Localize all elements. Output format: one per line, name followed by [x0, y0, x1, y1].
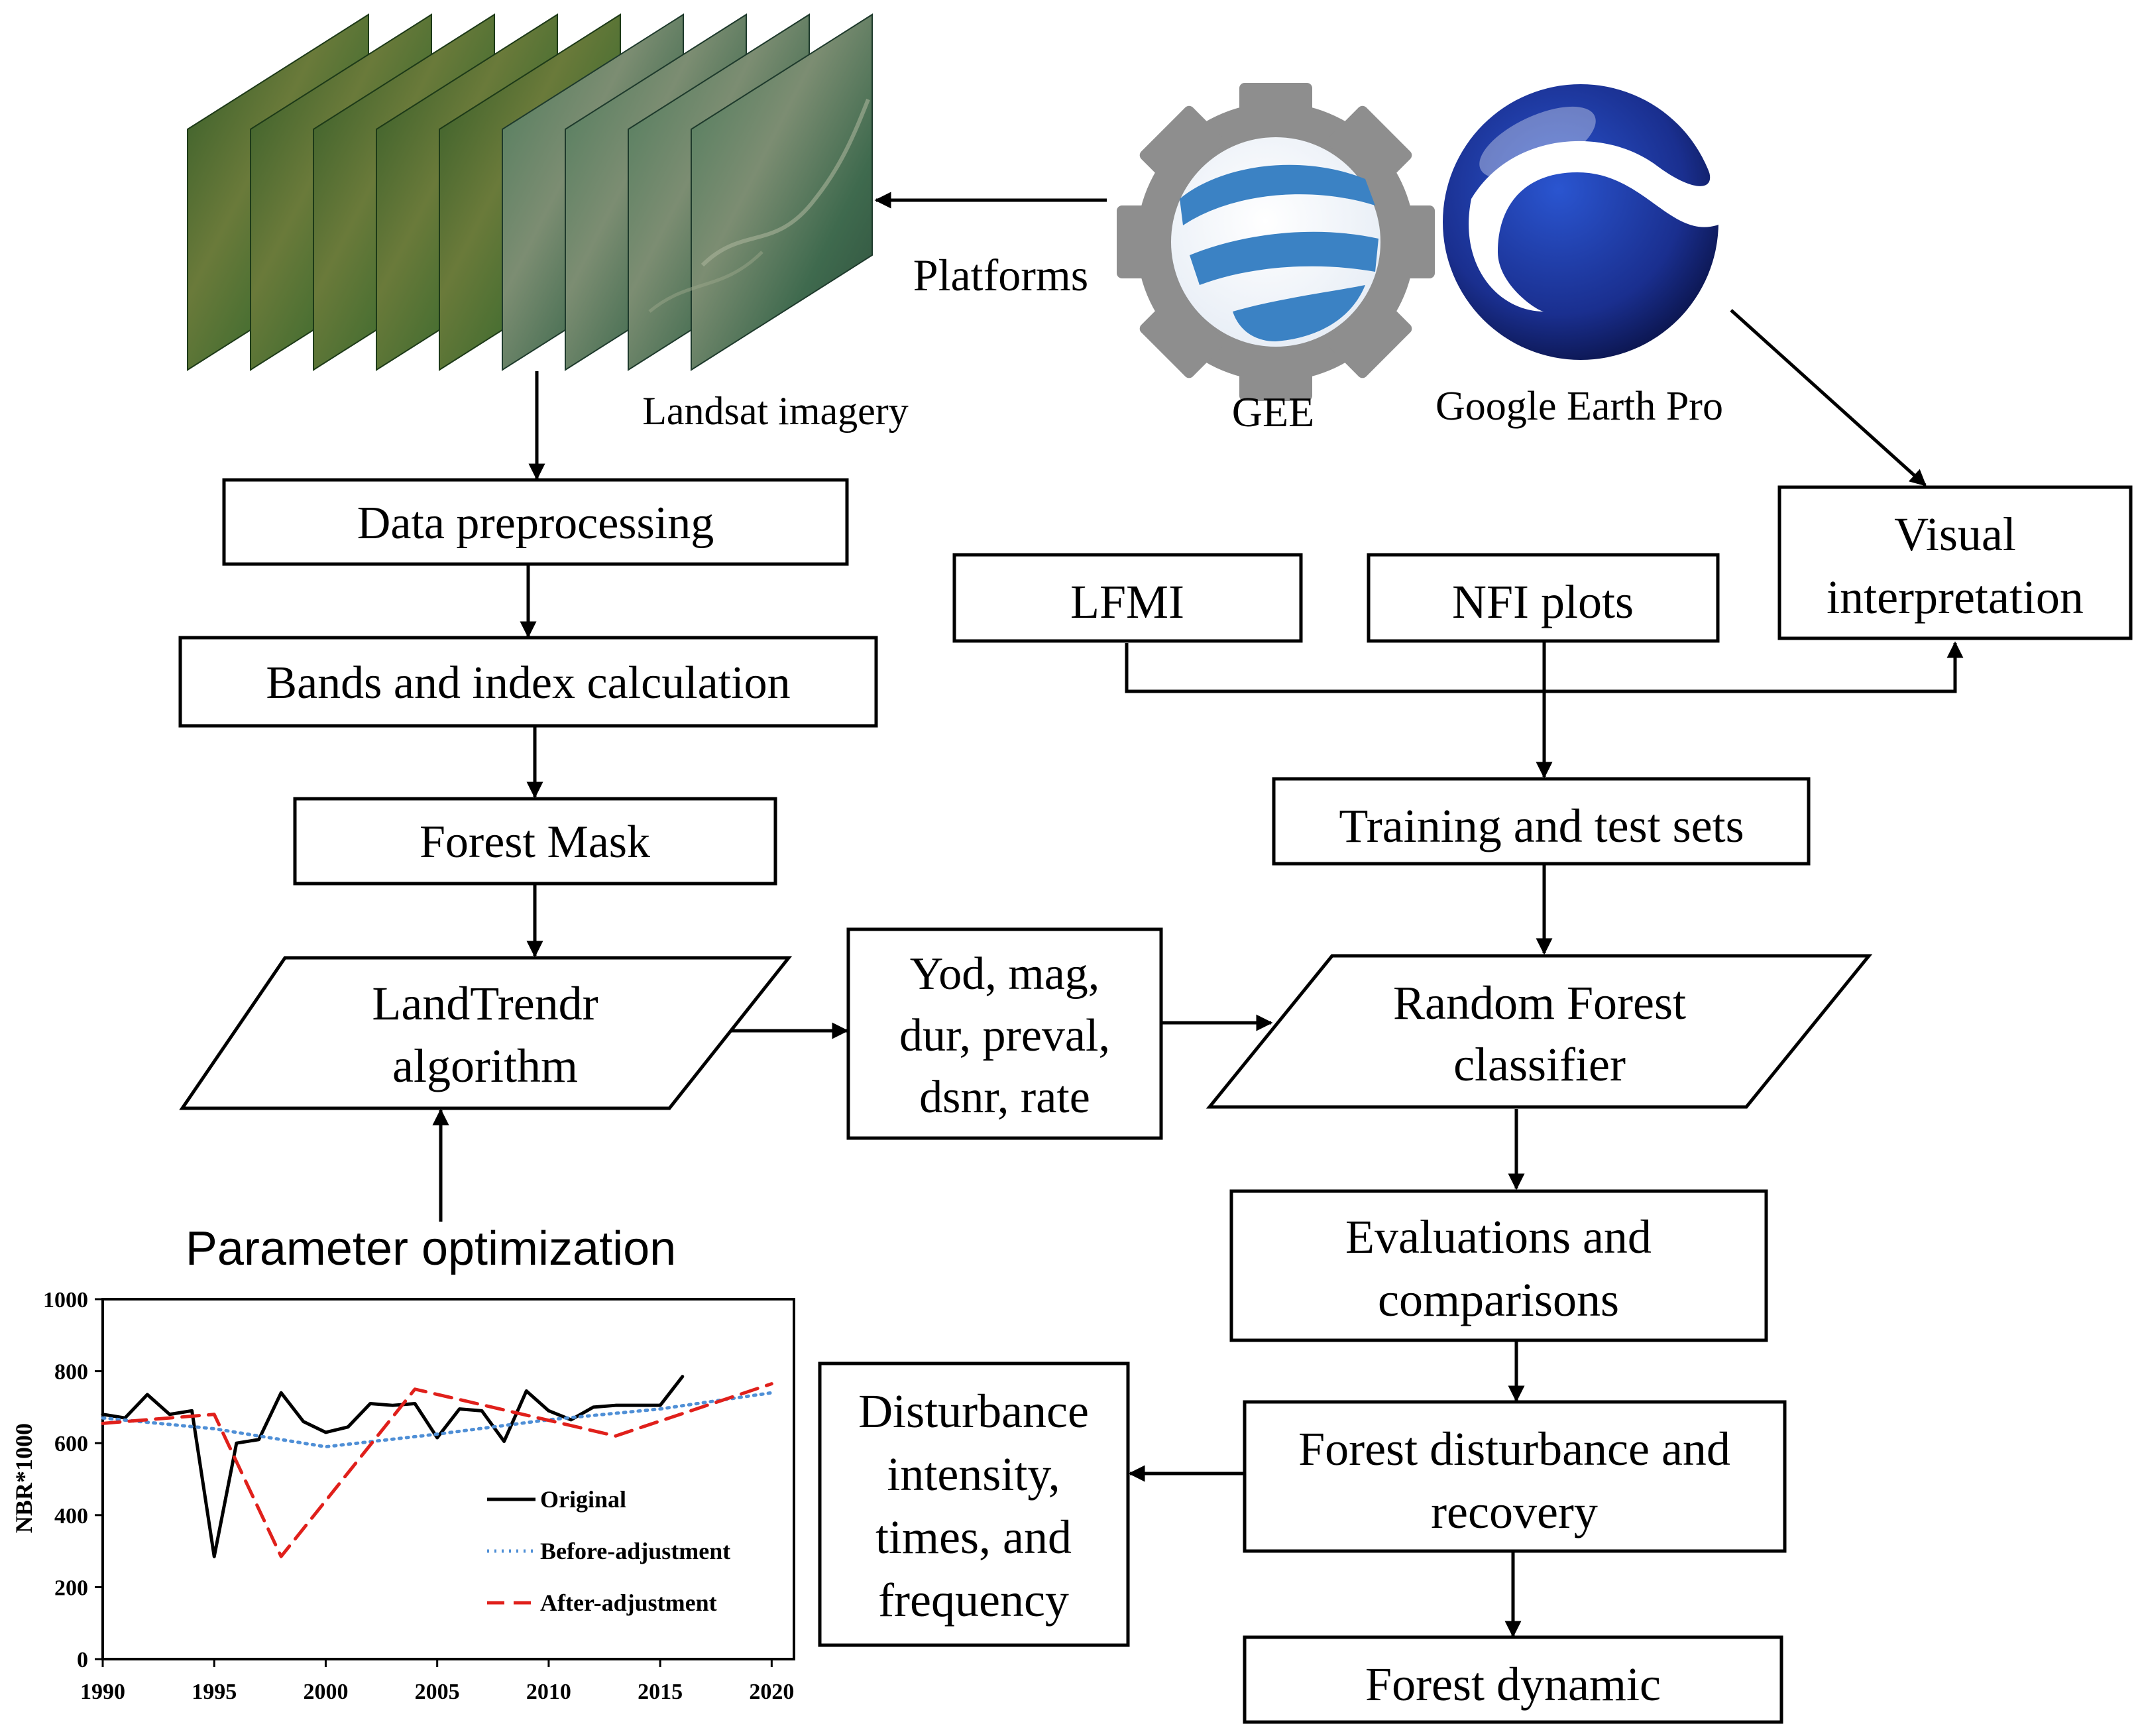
legend-label: After-adjustment — [540, 1590, 717, 1616]
svg-text:frequency: frequency — [878, 1574, 1069, 1627]
google-earth-pro-label: Google Earth Pro — [1435, 384, 1723, 429]
forest-dynamic-box: Forest dynamic — [1243, 1635, 1783, 1724]
y-tick-label: 600 — [54, 1432, 88, 1456]
svg-text:times, and: times, and — [875, 1511, 1072, 1564]
landsat-imagery — [187, 13, 873, 371]
training-test-sets-box: Training and test sets — [1272, 777, 1811, 866]
svg-text:Yod, mag,: Yod, mag, — [910, 949, 1100, 1000]
disturbance-intensity-box: Disturbance intensity, times, and freque… — [818, 1361, 1130, 1647]
y-tick-label: 1000 — [43, 1288, 88, 1312]
y-tick-label: 200 — [54, 1576, 88, 1600]
gee-label: GEE — [1232, 388, 1314, 435]
chart-plot-area — [101, 1298, 795, 1660]
svg-text:Evaluations and: Evaluations and — [1345, 1210, 1652, 1263]
data-preprocessing-box: Data preprocessing — [222, 478, 849, 566]
svg-text:Data preprocessing: Data preprocessing — [357, 498, 714, 549]
gee-logo-icon — [1117, 83, 1435, 401]
forest-mask-box: Forest Mask — [293, 797, 777, 886]
series-line-solid — [101, 1375, 685, 1558]
svg-text:Visual: Visual — [1894, 508, 2016, 561]
y-tick-label: 400 — [54, 1504, 88, 1529]
svg-text:intensity,: intensity, — [887, 1448, 1060, 1501]
svg-text:Forest disturbance and: Forest disturbance and — [1298, 1422, 1730, 1476]
y-axis-label: NBR*1000 — [11, 1423, 37, 1533]
x-tick-label: 1990 — [80, 1680, 125, 1704]
connectors — [432, 192, 1964, 1638]
segmentation-parameters-box: Yod, mag, dur, preval, dsnr, rate — [846, 927, 1163, 1140]
svg-text:recovery: recovery — [1431, 1485, 1598, 1538]
legend-label: Original — [540, 1486, 626, 1513]
x-tick-label: 2005 — [415, 1680, 460, 1704]
svg-text:classifier: classifier — [1453, 1038, 1626, 1091]
svg-text:Bands and index calculation: Bands and index calculation — [266, 658, 790, 709]
forest-disturbance-recovery-box: Forest disturbance and recovery — [1243, 1400, 1787, 1553]
svg-text:interpretation: interpretation — [1827, 571, 2084, 624]
svg-text:Forest Mask: Forest Mask — [420, 817, 650, 868]
svg-text:Disturbance: Disturbance — [858, 1385, 1089, 1438]
svg-text:LFMI: LFMI — [1070, 575, 1184, 628]
nbr-time-series-chart: NBR*1000 1990 1995 2000 2005 2010 2015 2020 0 20… — [11, 1288, 795, 1704]
legend-label: Before-adjustment — [540, 1538, 730, 1564]
lfmi-box: LFMI — [952, 553, 1303, 643]
svg-text:dur, preval,: dur, preval, — [899, 1010, 1110, 1061]
x-tick-label: 2020 — [749, 1680, 794, 1704]
series-line-dotted — [101, 1391, 773, 1449]
svg-text:Random Forest: Random Forest — [1393, 976, 1686, 1029]
svg-text:Forest dynamic: Forest dynamic — [1365, 1658, 1661, 1711]
landsat-imagery-label: Landsat imagery — [642, 389, 909, 433]
svg-text:comparisons: comparisons — [1378, 1273, 1619, 1326]
x-tick-label: 2015 — [638, 1680, 683, 1704]
platforms-label: Platforms — [913, 250, 1088, 300]
x-tick-label: 2010 — [526, 1680, 571, 1704]
series-line-dashed — [101, 1382, 773, 1558]
evaluations-comparisons-box: Evaluations and comparisons — [1229, 1189, 1768, 1342]
random-forest-classifier-box: Random Forest classifier — [1206, 954, 1873, 1109]
chart-legend: OriginalBefore-adjustmentAfter-adjustmen… — [487, 1486, 730, 1616]
svg-text:dsnr, rate: dsnr, rate — [919, 1072, 1090, 1123]
landtrendr-algorithm-box: LandTrendr algorithm — [179, 956, 793, 1110]
visual-interpretation-box: Visual interpretation — [1777, 485, 2133, 640]
svg-text:NFI plots: NFI plots — [1452, 575, 1634, 628]
y-tick-label: 800 — [54, 1360, 88, 1385]
svg-text:LandTrendr: LandTrendr — [372, 977, 598, 1030]
google-earth-pro-logo-icon — [1443, 84, 1728, 360]
y-tick-label: 0 — [77, 1648, 88, 1672]
nfi-plots-box: NFI plots — [1367, 553, 1720, 643]
x-tick-label: 2000 — [303, 1680, 348, 1704]
parameter-optimization-label: Parameter optimization — [186, 1222, 676, 1275]
bands-index-calculation-box: Bands and index calculation — [178, 636, 878, 728]
svg-text:algorithm: algorithm — [392, 1039, 578, 1092]
x-tick-label: 1995 — [192, 1680, 237, 1704]
svg-text:Training and test sets: Training and test sets — [1339, 799, 1744, 852]
